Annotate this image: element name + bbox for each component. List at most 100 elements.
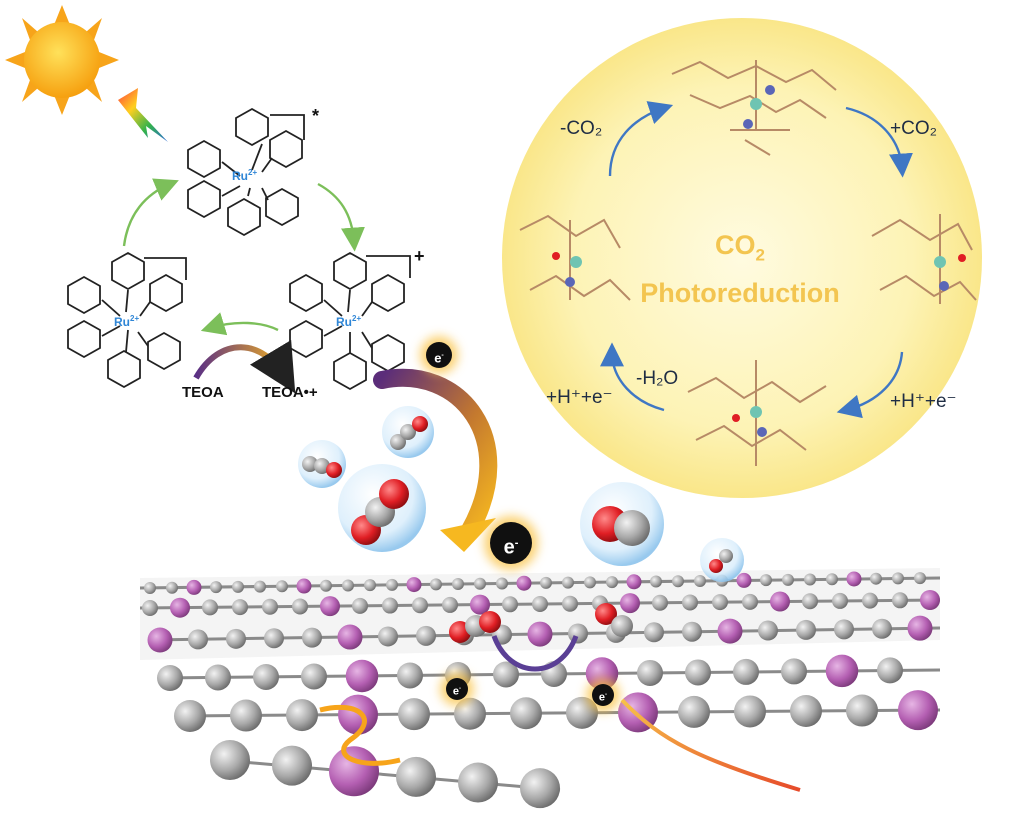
carbon-atom (442, 596, 458, 613)
dopant-atom (337, 624, 363, 650)
ru-charge: 2+ (248, 168, 258, 177)
ru-charge: 2+ (130, 314, 140, 323)
carbon-atom (232, 580, 244, 593)
ru-center-ground: Ru2+ (114, 314, 139, 329)
carbon-atom (877, 657, 903, 684)
carbon-atom (416, 625, 436, 646)
carbon-atom (320, 579, 332, 592)
carbon-atom (832, 592, 848, 609)
sun-icon (5, 5, 119, 115)
adsorbed-co2 (449, 603, 633, 643)
carbon-atom (378, 626, 398, 647)
carbon-atom (870, 572, 882, 585)
proton-electron-right-label: +H⁺+e⁻ (890, 391, 957, 412)
carbon-atom (364, 579, 376, 592)
carbon-atom (758, 620, 778, 641)
carbon-atom (386, 578, 398, 591)
carbon-atom (606, 576, 618, 589)
carbon-atom (264, 628, 284, 649)
catalyst-structure-left (519, 214, 631, 301)
carbon-atom (502, 596, 518, 613)
carbon-atom (157, 665, 183, 691)
dopant-atom (320, 596, 340, 617)
dopant-atom (527, 621, 553, 647)
carbon-atom (742, 593, 758, 610)
teoa-oxidized-label: TEOA•+ (262, 384, 318, 401)
electron-charge: - (605, 692, 608, 698)
teoa-label: TEOA (182, 384, 224, 401)
carbon-atom (892, 592, 908, 609)
carbon-atom (412, 597, 428, 614)
carbon-atom (452, 578, 464, 591)
carbon-atom (796, 619, 816, 640)
electron-badge-large: e- (490, 522, 532, 564)
electron-charge: - (514, 537, 519, 549)
electron-badge-sheet-right: e- (592, 684, 614, 706)
carbon-atom (301, 663, 327, 690)
carbon-atom (914, 572, 926, 585)
dopant-atom (907, 615, 933, 641)
carbon-atom (682, 621, 702, 642)
dopant-atom (736, 572, 752, 588)
carbon-atom (802, 593, 818, 610)
photosensitizer-arrows (122, 178, 365, 336)
carbon-atom (862, 592, 878, 609)
plus-co2-label: +CO₂ (890, 118, 937, 139)
minus-h2o-label: -H₂O (636, 368, 679, 389)
charge-migration-trail (319, 704, 401, 766)
carbon-atom (652, 594, 668, 611)
carbon-atom (678, 695, 710, 728)
carbon-atom (272, 745, 312, 786)
ru-complex-reduced (289, 251, 411, 391)
dopant-atom (717, 618, 743, 644)
dopant-atom (770, 591, 790, 612)
carbon-atom (232, 599, 248, 616)
carbon-atom (430, 578, 442, 591)
center-title-line1: CO (715, 230, 756, 260)
carbon-atom (781, 658, 807, 685)
carbon-atom (302, 627, 322, 648)
carbon-atom (566, 696, 598, 729)
co-molecule-icon (700, 538, 744, 582)
dopant-atom (920, 590, 940, 610)
carbon-atom (292, 598, 308, 615)
catalyst-structure-bottom (687, 360, 827, 466)
carbon-atom (253, 663, 279, 690)
co2-molecule-icon (338, 464, 426, 552)
dopant-atom (825, 654, 859, 688)
co2-molecule-icon (298, 440, 346, 488)
carbon-atom (804, 573, 816, 586)
carbon-atom (144, 582, 156, 594)
dopant-atom (147, 627, 173, 653)
dopant-atom (170, 597, 190, 618)
carbon-atom (174, 700, 206, 732)
ru-symbol: Ru (114, 315, 130, 329)
dopant-atom (186, 579, 202, 595)
carbon-atom (210, 581, 222, 594)
electron-transfer-arrow (373, 369, 498, 539)
carbon-atom (782, 573, 794, 586)
carbon-atom (458, 762, 498, 803)
carbon-atom (650, 575, 662, 588)
carbon-atom (493, 661, 519, 688)
carbon-atom (734, 695, 766, 728)
carbon-atom (568, 623, 588, 644)
ru-complex-ground (67, 251, 187, 389)
carbon-atom (892, 572, 904, 585)
carbon-atom (682, 594, 698, 611)
carbon-atom (276, 580, 288, 593)
carbon-atom (382, 597, 398, 614)
dopant-atom (406, 577, 422, 593)
dopant-atom (516, 575, 532, 591)
electron-transfer-arrowhead (440, 518, 496, 552)
carbon-atom (474, 577, 486, 590)
catalyst-structure-right (871, 214, 977, 304)
carbon-atom (540, 576, 552, 589)
carbon-atom (694, 574, 706, 587)
proton-electron-left-label: +H⁺+e⁻ (546, 387, 613, 408)
ru-symbol: Ru (232, 169, 248, 183)
carbon-atom (584, 576, 596, 589)
carbon-atom (637, 659, 663, 686)
cycle-arrows (600, 101, 913, 419)
